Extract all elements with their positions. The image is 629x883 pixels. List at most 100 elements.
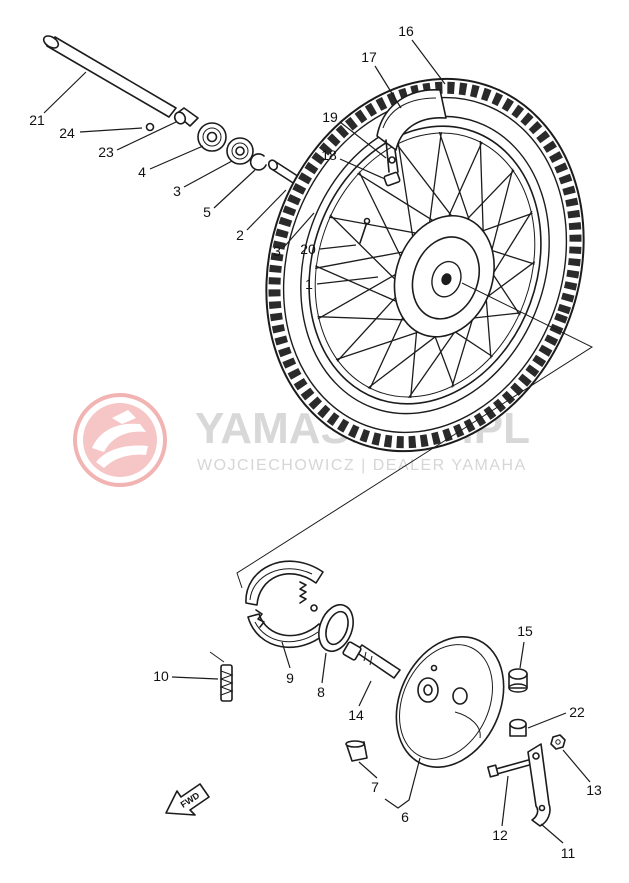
leader-line-3-lower [283,212,315,248]
leader-line-16 [411,39,446,85]
leader-line-22 [527,712,567,729]
leader-line-17 [374,65,402,109]
leader-bracket-6 [384,757,421,809]
spoke [428,131,442,228]
fender-piece [376,89,447,151]
spring-10 [219,664,234,702]
axle-spacer [173,107,199,127]
callout-4: 4 [138,164,146,180]
nut-hole [555,739,561,745]
spoke [450,328,493,358]
lever-arm [527,743,551,827]
circlip-5 [249,153,267,171]
brake-shoe-lower [247,613,328,648]
seal-8 [318,603,354,653]
spoke [445,141,483,222]
callout-1: 1 [305,276,313,292]
leader-line-9 [281,641,291,669]
callouts: 21 24 23 4 3 5 2 3 20 1 19 18 17 16 10 9… [29,23,602,861]
brake-shoes-9 [245,560,328,648]
callout-21: 21 [29,112,45,128]
spoke [317,316,411,321]
callout-14: 14 [348,707,364,723]
bearing-inner-ring [235,146,245,156]
spokes [315,131,536,399]
camshaft-spline [369,655,373,666]
brake-shoe-upper [245,560,324,606]
brake-plate-6 [395,636,505,768]
spoke [369,312,406,390]
watermark-subtitle: WOJCIECHOWICZ | DEALER YAMAHA [197,457,527,474]
spoke [357,172,438,224]
hub-axle-hole [441,273,452,286]
fender-bracket [376,89,447,187]
leader-line-14 [358,680,372,707]
leader-line-21 [43,71,87,114]
callout-17: 17 [361,49,377,65]
watermark-logo-stripe [112,410,136,424]
spoke [488,210,533,281]
spoke-nipple [359,221,368,244]
bushing-22 [509,718,527,737]
leader-line-3-upper [183,160,233,188]
leader-line-13 [562,749,591,783]
shoe-lining-line [254,621,319,643]
nut-13 [550,734,566,750]
bearing-inner-ring [206,131,218,143]
axle-washer [145,122,155,132]
leader-line-20 [319,244,357,250]
leader-line-24 [79,127,143,133]
spoke [315,265,402,305]
axle-shaft [46,36,177,118]
watermark-logo-stripe [92,423,146,452]
spoke [410,325,418,398]
leader-lines [43,39,591,844]
spoke [487,248,535,265]
spring-body [220,664,233,702]
watermark-logo-stripe [96,445,148,468]
spoke [335,329,426,361]
rim-inner-edge [314,132,536,398]
item-20 [359,217,371,244]
brake-plate-hole [423,684,433,696]
bearing-balls-ring [231,142,249,160]
spoke [408,324,461,399]
spoke [315,250,408,269]
callout-6: 6 [401,809,409,825]
brake-plate-rim [399,644,493,760]
fender-stay [394,149,399,173]
callout-3-lower: 3 [273,243,281,259]
callout-9: 9 [286,670,294,686]
callout-20: 20 [300,241,316,257]
leader-line-11 [540,823,564,844]
leader-line-15 [519,641,525,669]
spacer-end [173,111,187,125]
axle [42,35,177,118]
camshaft-shaft [355,644,401,679]
leader-line-18 [339,158,386,180]
hub [393,214,495,338]
spoke [489,269,521,316]
brake-plate-arm-edge [454,711,481,739]
spring-coils [219,670,234,696]
leader-line-5 [213,169,256,209]
fwd-arrow-icon [165,783,210,816]
bracket-bolt-19 [388,156,396,164]
bolt-head [487,764,499,778]
brake-plate-rivet [430,664,438,672]
leader-line-23 [116,121,177,151]
leader-line-12 [501,775,509,827]
bracket-collar-18 [383,171,401,187]
leader-line-7 [358,761,378,779]
fender-edge [382,97,437,129]
callout-10: 10 [153,668,169,684]
axle-head [42,35,60,49]
spoke [395,143,456,222]
callout-2: 2 [236,227,244,243]
spoke [479,140,485,241]
shoe-pivot [310,604,318,612]
callout-12: 12 [492,827,508,843]
camshaft-14 [342,641,401,679]
spoke [329,214,400,284]
spoke [480,261,536,303]
